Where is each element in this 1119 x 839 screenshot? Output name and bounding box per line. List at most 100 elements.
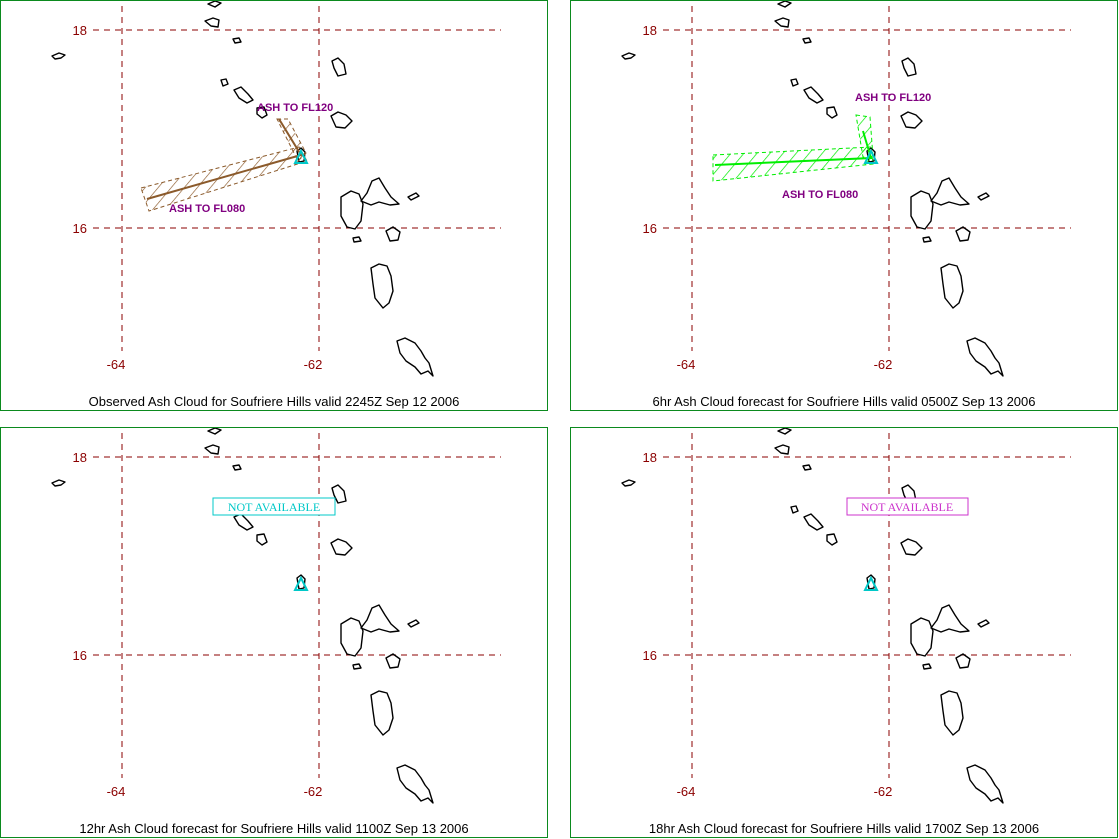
panel-caption: 18hr Ash Cloud forecast for Soufriere Hi… — [648, 821, 1040, 836]
lon-tick-label: -64 — [107, 784, 126, 799]
island-st-martin — [774, 17, 790, 28]
island-les-saintes — [922, 663, 932, 670]
panel-caption: 12hr Ash Cloud forecast for Soufriere Hi… — [79, 821, 469, 836]
island-la-desirade — [407, 619, 420, 628]
lat-tick-label: 18 — [643, 23, 657, 38]
not-available-box: NOT AVAILABLE — [212, 497, 336, 516]
island-st-barts — [232, 37, 242, 44]
coastlines — [51, 1, 434, 377]
triangle-icon — [863, 148, 879, 164]
island-antigua — [330, 538, 353, 556]
island-west-cay — [51, 479, 66, 487]
island-la-desirade — [977, 619, 990, 628]
island-st-martin — [774, 444, 790, 455]
ash-cloud-6hr: ASH TO FL120 ASH TO FL080 — [712, 92, 931, 201]
island-marie-galante — [385, 653, 401, 669]
island-west-cay — [621, 479, 636, 487]
island-st-barts — [232, 464, 242, 471]
island-west-cay — [621, 52, 636, 60]
lat-tick-label: 18 — [73, 450, 87, 465]
island-barbuda — [901, 57, 917, 77]
island-nevis — [826, 533, 838, 546]
triangle-icon — [293, 148, 309, 164]
island-dominica — [370, 263, 394, 309]
island-nevis — [826, 106, 838, 119]
ash-label-upper: ASH TO FL120 — [855, 92, 931, 104]
island-les-saintes — [922, 236, 932, 243]
island-anguilla — [777, 1, 792, 8]
island-st-barts — [802, 464, 812, 471]
island-basse-terre — [910, 617, 934, 657]
island-grande-terre — [930, 177, 970, 206]
ash-label-lower: ASH TO FL080 — [169, 203, 245, 215]
island-anguilla — [207, 1, 222, 8]
not-available-box: NOT AVAILABLE — [846, 497, 969, 516]
island-marie-galante — [955, 226, 971, 242]
island-basse-terre — [910, 190, 934, 230]
island-st-kitts — [233, 86, 254, 104]
island-anguilla — [777, 428, 792, 435]
map-canvas: 18 16 -64 -62 ASH TO FL120 ASH TO FL080 — [621, 1, 1071, 377]
island-st-kitts — [803, 513, 824, 531]
volcano-layer — [863, 148, 879, 164]
island-marie-galante — [955, 653, 971, 669]
lat-lon-grid: 18 16 -64 -62 — [643, 6, 1071, 372]
island-antigua — [900, 111, 923, 129]
map-panel-6hr: 18 16 -64 -62 ASH TO FL120 ASH TO FL080 6hr… — [570, 0, 1118, 411]
lon-tick-label: -62 — [304, 357, 323, 372]
panel-caption: 6hr Ash Cloud forecast for Soufriere Hil… — [652, 394, 1036, 409]
island-west-cay — [51, 52, 66, 60]
lat-tick-label: 16 — [73, 221, 87, 236]
island-nevis — [256, 106, 268, 119]
island-dominica — [370, 690, 394, 736]
island-martinique — [966, 337, 1004, 377]
triangle-icon — [293, 575, 309, 591]
volcano-layer — [293, 148, 309, 164]
lon-tick-label: -62 — [874, 357, 893, 372]
island-basse-terre — [340, 190, 364, 230]
island-saba — [790, 78, 799, 87]
island-st-barts — [802, 37, 812, 44]
island-la-desirade — [977, 192, 990, 201]
island-martinique — [396, 337, 434, 377]
island-grande-terre — [360, 177, 400, 206]
island-martinique — [396, 764, 434, 804]
lat-tick-label: 16 — [643, 221, 657, 236]
ash-polygon-lower — [140, 146, 308, 212]
ash-axis-line — [714, 130, 873, 166]
island-marie-galante — [385, 226, 401, 242]
not-available-label: NOT AVAILABLE — [228, 500, 320, 514]
volcano-layer — [293, 575, 309, 591]
island-basse-terre — [340, 617, 364, 657]
island-la-desirade — [407, 192, 420, 201]
island-saba — [220, 78, 229, 87]
lat-lon-grid: 18 16 -64 -62 — [73, 6, 501, 372]
lat-tick-label: 16 — [643, 648, 657, 663]
ash-cloud-observed: ASH TO FL120 ASH TO FL080 — [140, 102, 333, 215]
island-les-saintes — [352, 236, 362, 243]
lon-tick-label: -64 — [677, 784, 696, 799]
island-antigua — [330, 111, 353, 129]
lon-tick-label: -64 — [107, 357, 126, 372]
lon-tick-label: -62 — [874, 784, 893, 799]
island-st-kitts — [233, 513, 254, 531]
map-panel-observed: 18 16 -64 -62 ASH TO FL120 ASH TO FL080 Obs… — [0, 0, 548, 411]
island-dominica — [940, 263, 964, 309]
island-barbuda — [331, 57, 347, 77]
island-anguilla — [207, 428, 222, 435]
island-barbuda — [331, 484, 347, 504]
lon-tick-label: -64 — [677, 357, 696, 372]
triangle-icon — [863, 575, 879, 591]
island-st-martin — [204, 444, 220, 455]
lat-tick-label: 18 — [73, 23, 87, 38]
panel-caption: Observed Ash Cloud for Soufriere Hills v… — [88, 394, 460, 409]
island-st-kitts — [803, 86, 824, 104]
lon-tick-label: -62 — [304, 784, 323, 799]
coastlines — [621, 428, 1004, 804]
ash-label-upper: ASH TO FL120 — [257, 102, 333, 114]
